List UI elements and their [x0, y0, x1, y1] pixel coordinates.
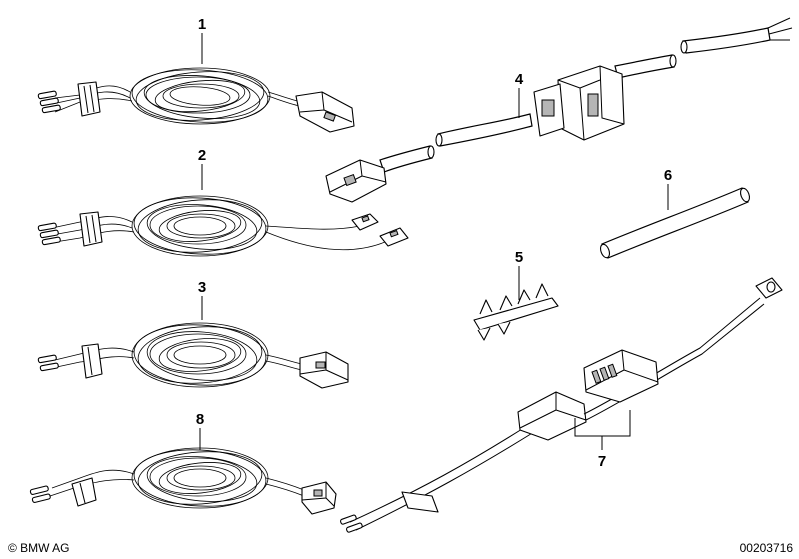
callout-8: 8	[196, 411, 204, 450]
wiring-harness-8	[29, 447, 337, 515]
diagram-number: 00203716	[740, 541, 794, 555]
harness-1-sleeve	[77, 81, 101, 117]
terminal-strip-5	[473, 283, 559, 341]
callout-7: 7	[598, 436, 606, 470]
harness-2-terminals	[37, 222, 61, 246]
callout-label-3: 3	[198, 279, 206, 296]
wiring-harness-2	[37, 195, 409, 257]
wiring-harness-1	[37, 67, 355, 133]
adapter-7-connector-right	[583, 349, 659, 403]
harness-8-sleeve	[71, 477, 97, 507]
harness-1-terminals	[37, 90, 61, 114]
harness-2-connector-a	[351, 213, 379, 231]
hose-6	[599, 187, 751, 259]
callout-4: 4	[515, 71, 524, 118]
harness-8-connector	[301, 481, 337, 515]
adapter-7-connector-left	[517, 391, 587, 441]
harness-8-terminals	[29, 485, 51, 503]
copyright-text: © BMW AG	[8, 541, 70, 555]
callout-label-6: 6	[664, 167, 672, 184]
harness-3-sleeve	[81, 343, 103, 379]
callout-3: 3	[198, 279, 206, 320]
harness-3-connector	[299, 351, 349, 389]
harness-2-sleeve	[79, 211, 103, 247]
adapter-7-sleeve	[401, 491, 439, 513]
callout-2: 2	[198, 147, 206, 190]
harness-2-connector-b	[379, 227, 409, 247]
adapter-7-end-plug	[755, 277, 783, 299]
cable-with-connector-4	[325, 17, 793, 203]
connector-4-plug	[325, 159, 387, 203]
callout-1: 1	[198, 16, 206, 64]
callout-label-4: 4	[515, 71, 524, 88]
harness-3-coil	[131, 322, 269, 388]
callout-label-8: 8	[196, 411, 204, 428]
callout-label-1: 1	[198, 16, 206, 33]
callout-label-7: 7	[598, 453, 606, 470]
callout-6: 6	[664, 167, 672, 210]
callout-5: 5	[515, 249, 523, 300]
harness-3-terminals	[37, 354, 59, 372]
harness-8-coil	[131, 447, 269, 509]
adapter-cable-7	[340, 277, 783, 533]
harness-1-coil	[129, 67, 271, 125]
connector-4-housing	[533, 65, 625, 141]
harness-1-connector	[295, 91, 355, 133]
wiring-harness-3	[37, 322, 349, 389]
callout-label-5: 5	[515, 249, 523, 266]
callout-label-2: 2	[198, 147, 206, 164]
harness-2-coil	[131, 195, 269, 257]
